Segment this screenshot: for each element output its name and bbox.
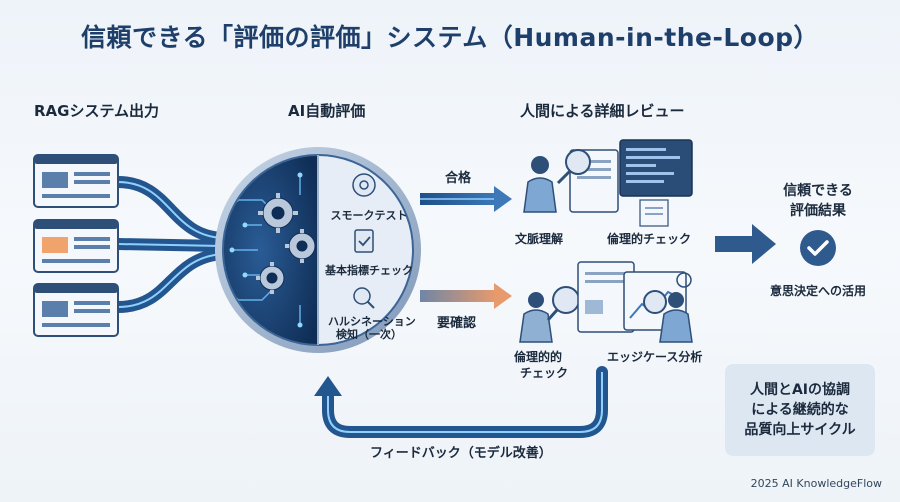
- ai-check-basic-metrics: 基本指標チェック: [325, 264, 413, 277]
- section-heading-ai: AI自動評価: [288, 102, 366, 120]
- result-title-line1: 信頼できる: [783, 183, 853, 199]
- code-screen-icon: [619, 139, 693, 227]
- rag-output-doc-3: [33, 283, 119, 337]
- result-usage: 意思決定への活用: [769, 284, 866, 298]
- result-title-line2: 評価結果: [790, 203, 846, 219]
- input-pipes: [112, 176, 228, 313]
- review-label-context: 文脈理解: [515, 232, 564, 246]
- review-label-ethics-1: 倫理的的: [514, 350, 563, 364]
- flow-label-feedback: フィードバック（モデル改善）: [370, 446, 552, 461]
- note-line-2: による継続的な: [751, 402, 849, 418]
- ai-check-hallucination: ハルシネーション: [328, 315, 416, 328]
- rag-output-doc-2: [33, 219, 119, 273]
- result-arrow: [715, 224, 776, 264]
- rag-output-doc-1: [33, 154, 119, 208]
- flow-label-needs-check: 要確認: [437, 316, 477, 331]
- smoke-test-icon: [352, 173, 376, 197]
- page-title: 信頼できる「評価の評価」システム（Human-in-the-Loop）: [80, 23, 820, 52]
- section-heading-human: 人間による詳細レビュー: [520, 102, 685, 120]
- note-line-1: 人間とAIの協調: [749, 382, 851, 398]
- footer-credit: 2025 AI KnowledgeFlow: [750, 477, 882, 490]
- pass-arrow: [420, 186, 512, 212]
- flow-label-pass: 合格: [445, 171, 472, 186]
- ai-check-smoke-test: スモークテスト: [330, 209, 408, 222]
- document-review-icon: [556, 149, 619, 213]
- note-line-3: 品質向上サイクル: [744, 422, 856, 438]
- clipboard-check-icon: [354, 229, 374, 253]
- magnifier-icon: [353, 287, 375, 309]
- edge-case-analyst-icon: [643, 290, 693, 343]
- ai-check-hallucination-detect: 検知（一次）: [336, 328, 402, 341]
- feedback-loop-pipe: [314, 366, 608, 438]
- review-label-ethics-2: チェック: [520, 366, 569, 380]
- review-label-logic: 倫理的チェック: [607, 232, 692, 246]
- ai-evaluation-hub: [215, 147, 421, 353]
- collaboration-note: 人間とAIの協調 による継続的な 品質向上サイクル: [725, 364, 875, 456]
- review-label-edge: エッジケース分析: [607, 350, 703, 364]
- reviewer-person-icon: [523, 156, 557, 213]
- gear-teeth: [256, 193, 304, 294]
- section-heading-rag: RAGシステム出力: [34, 102, 160, 120]
- ethics-check-person-icon: [519, 286, 580, 343]
- gear-icon: [259, 197, 316, 291]
- needs-check-arrow: [420, 283, 512, 309]
- check-circle-icon: [800, 230, 836, 266]
